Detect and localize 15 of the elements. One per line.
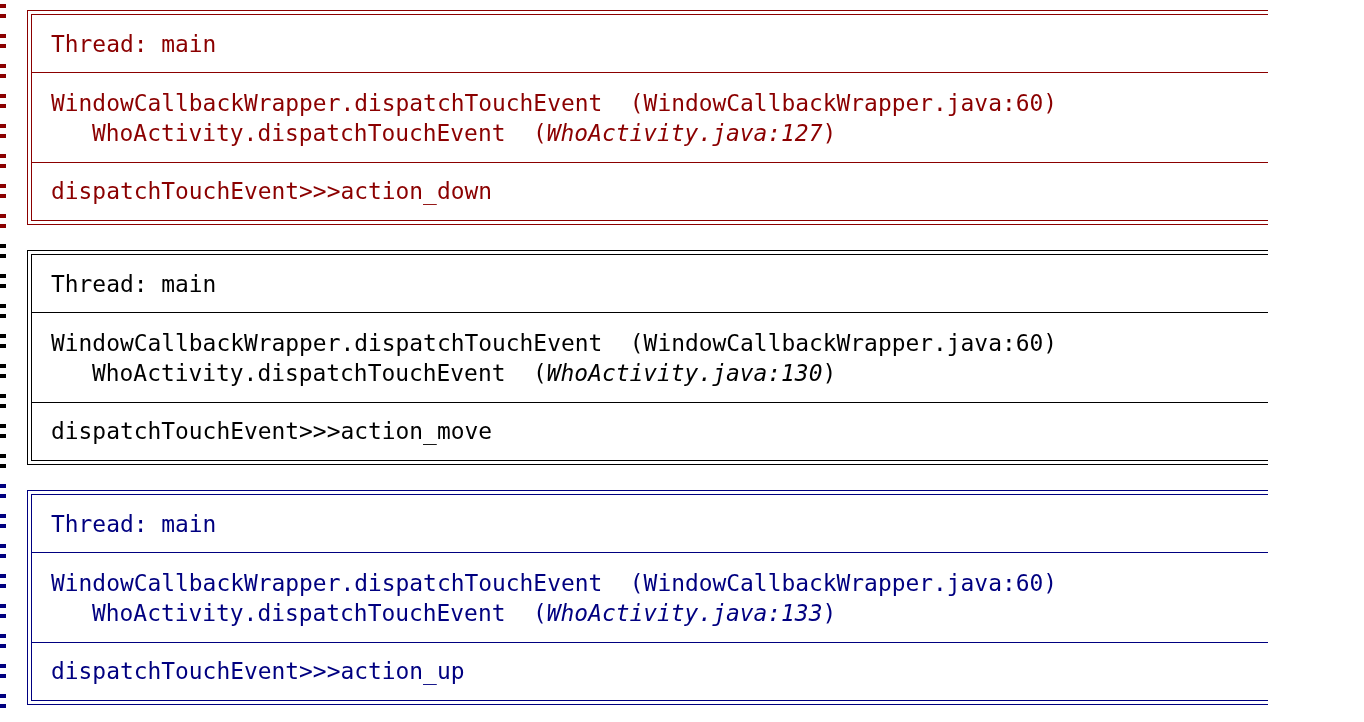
stack-frame: WhoActivity.dispatchTouchEvent (WhoActivity.java:127)	[51, 117, 837, 148]
thread-name: Thread: main	[51, 29, 217, 59]
log-message: dispatchTouchEvent>>>action_down	[51, 177, 492, 207]
log-entry-box	[27, 250, 1268, 465]
log-entry-box	[27, 490, 1268, 705]
thread-name: Thread: main	[51, 509, 217, 539]
stack-frame: WhoActivity.dispatchTouchEvent (WhoActivity.java:130)	[51, 357, 837, 388]
stack-frame: WindowCallbackWrapper.dispatchTouchEvent (WindowCallbackWrapper.java:60)	[51, 327, 1058, 358]
stack-frame: WhoActivity.dispatchTouchEvent (WhoActivity.java:133)	[51, 597, 837, 628]
log-entry-box	[27, 10, 1268, 225]
log-message: dispatchTouchEvent>>>action_up	[51, 657, 465, 687]
stack-frame: WindowCallbackWrapper.dispatchTouchEvent (WindowCallbackWrapper.java:60)	[51, 87, 1058, 118]
stack-frame: WindowCallbackWrapper.dispatchTouchEvent (WindowCallbackWrapper.java:60)	[51, 567, 1058, 598]
log-message: dispatchTouchEvent>>>action_move	[51, 417, 492, 447]
thread-name: Thread: main	[51, 269, 217, 299]
